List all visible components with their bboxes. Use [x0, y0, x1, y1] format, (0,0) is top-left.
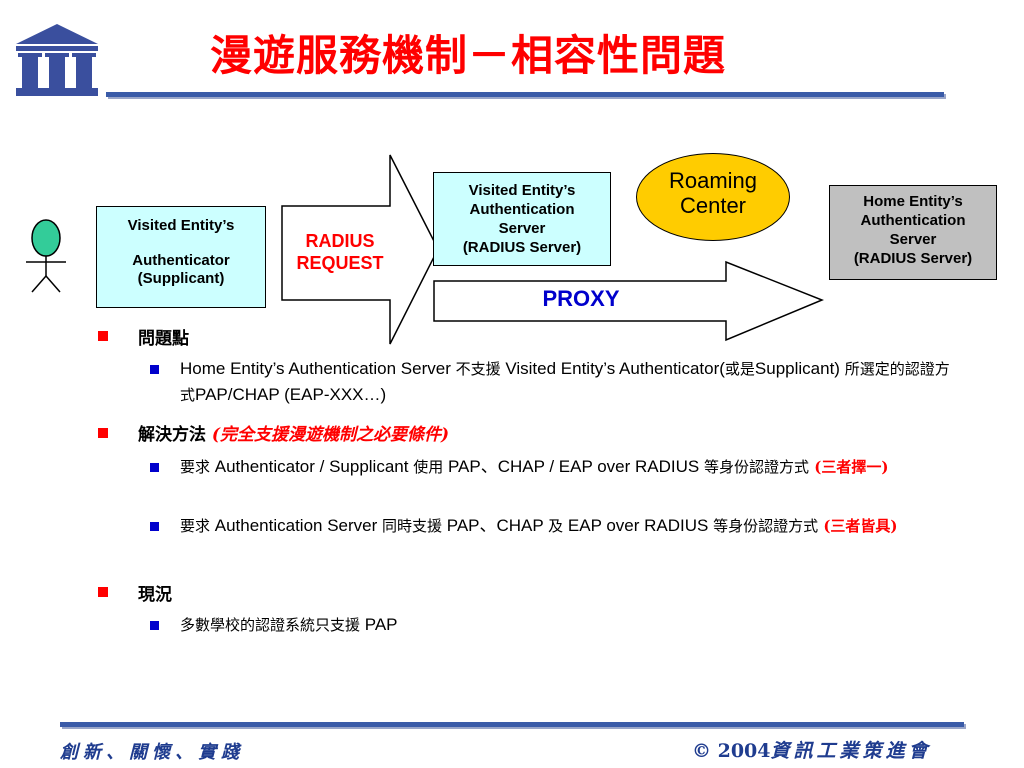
- visited-server-line3: Server: [498, 220, 546, 237]
- footer-slogan: 創新、關懷、實踐: [60, 742, 244, 763]
- radius-request-arrow: [281, 154, 439, 345]
- bullet-square: [98, 587, 108, 597]
- user-person-icon: [26, 219, 66, 293]
- authenticator-line2: Authenticator: [132, 252, 230, 269]
- bullet-square: [150, 621, 159, 630]
- bullet-square: [98, 428, 108, 438]
- roaming-center-ellipse: Roaming Center: [636, 153, 790, 241]
- page-title: 漫遊服務機制－相容性問題: [210, 31, 727, 80]
- iii-logo: [16, 24, 98, 96]
- visited-authenticator-box: Visited Entity’s Authenticator (Supplica…: [96, 206, 266, 308]
- section-heading-status: 現況: [138, 585, 172, 605]
- copyright-year: © 2004: [692, 740, 771, 762]
- visited-server-line4: (RADIUS Server): [462, 239, 582, 256]
- proxy-label: PROXY: [542, 286, 620, 311]
- problem-bullet-1: Home Entity’s Authentication Server 不支援 …: [180, 359, 950, 404]
- section-heading-solution: 解決方法 (完全支援漫遊機制之必要條件): [138, 425, 450, 445]
- visited-server-line1: Visited Entity’s: [468, 182, 576, 199]
- flow-diagram: [26, 154, 824, 345]
- solution-bullet-2: 要求 Authentication Server 同時支援 PAP、CHAP 及…: [180, 516, 898, 535]
- status-bullet-1: 多數學校的認證系統只支援 PAP: [180, 615, 398, 634]
- section-heading-problem: 問題點: [138, 329, 189, 349]
- proxy-arrow: [433, 260, 824, 342]
- roaming-line2: Center: [679, 193, 747, 218]
- home-server-line2: Authentication: [860, 212, 966, 229]
- authenticator-line1: Visited Entity’s: [127, 217, 235, 234]
- home-auth-server-box: Home Entity’s Authentication Server (RAD…: [829, 185, 997, 280]
- org-name: 資訊工業策進會: [770, 740, 932, 762]
- home-server-line4: (RADIUS Server): [853, 250, 973, 267]
- bullet-square: [150, 365, 159, 374]
- home-server-line1: Home Entity’s: [863, 193, 963, 210]
- bullet-square: [150, 463, 159, 472]
- radius-request-line2: REQUEST: [296, 253, 384, 273]
- footer-divider: [60, 722, 964, 727]
- radius-request-line1: RADIUS: [305, 231, 375, 251]
- bullet-square: [98, 331, 108, 341]
- visited-server-line2: Authentication: [469, 201, 575, 218]
- visited-auth-server-box: Visited Entity’s Authentication Server (…: [433, 172, 611, 266]
- radius-request-label: RADIUS REQUEST: [282, 230, 398, 274]
- authenticator-line3: (Supplicant): [137, 270, 225, 287]
- title-divider: [106, 92, 944, 97]
- solution-bullet-1: 要求 Authenticator / Supplicant 使用 PAP、CHA…: [180, 457, 889, 476]
- footer-copyright: © 2004資訊工業策進會: [692, 736, 932, 763]
- bullet-square: [150, 522, 159, 531]
- home-server-line3: Server: [889, 231, 937, 248]
- roaming-line1: Roaming: [668, 168, 758, 193]
